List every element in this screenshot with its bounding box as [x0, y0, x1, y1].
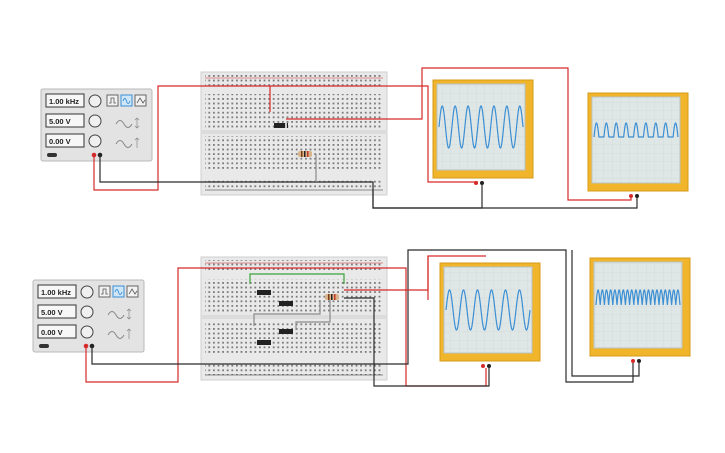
- probe-positive-terminal[interactable]: [629, 194, 633, 198]
- sine-wave-icon: [114, 289, 123, 295]
- oscilloscope-2[interactable]: [587, 92, 689, 198]
- sine-wave-icon: [122, 98, 131, 104]
- offset-display: 0.00 V: [45, 133, 85, 148]
- frequency-value: 1.00 kHz: [41, 288, 71, 297]
- square-wave-icon: [109, 97, 116, 104]
- amplitude-arrow-icon: [134, 117, 140, 129]
- breadboard-2[interactable]: [200, 256, 388, 381]
- scope-trace: [445, 289, 531, 331]
- amplitude-value: 5.00 V: [49, 117, 71, 126]
- amplitude-knob[interactable]: [80, 305, 94, 319]
- resistor[interactable]: [325, 294, 339, 300]
- frequency-knob[interactable]: [88, 94, 102, 108]
- square-wave-icon: [101, 288, 108, 295]
- frequency-knob[interactable]: [80, 285, 94, 299]
- offset-knob[interactable]: [80, 325, 94, 339]
- triangle-wave-icon: [128, 288, 138, 295]
- function-generator-1[interactable]: 1.00 kHz 5.00 V 0.00 V: [40, 88, 153, 162]
- resistor[interactable]: [298, 151, 312, 157]
- circuit-2: 1.00 kHz 5.00 V 0.00 V: [32, 249, 691, 387]
- triangle-wave-button[interactable]: [134, 94, 147, 107]
- triangle-wave-icon: [136, 97, 146, 104]
- offset-value: 0.00 V: [49, 137, 71, 146]
- amplitude-display: 5.00 V: [45, 113, 85, 128]
- square-wave-button[interactable]: [98, 285, 111, 298]
- power-switch[interactable]: [47, 153, 57, 157]
- amplitude-symbol-icon: [115, 120, 133, 128]
- frequency-display: 1.00 kHz: [45, 93, 85, 108]
- sine-wave-button[interactable]: [112, 285, 125, 298]
- diode-1[interactable]: [257, 290, 271, 295]
- probe-positive-terminal[interactable]: [631, 359, 635, 363]
- offset-knob[interactable]: [88, 134, 102, 148]
- probe-negative-terminal[interactable]: [635, 194, 639, 198]
- amplitude-arrow-icon: [126, 308, 132, 320]
- wires-circuit-1[interactable]: [93, 67, 638, 209]
- offset-symbol-icon: [107, 331, 125, 339]
- offset-arrow-icon: [126, 328, 132, 339]
- frequency-display: 1.00 kHz: [37, 284, 77, 299]
- wires-circuit-2[interactable]: [85, 249, 640, 387]
- diode-3[interactable]: [279, 329, 293, 334]
- oscilloscope-1[interactable]: [432, 79, 534, 185]
- breadboard-1[interactable]: [200, 71, 388, 196]
- triangle-wave-button[interactable]: [126, 285, 139, 298]
- scope-trace: [595, 289, 681, 306]
- probe-positive-terminal[interactable]: [481, 364, 485, 368]
- amplitude-knob[interactable]: [88, 114, 102, 128]
- diode-2[interactable]: [279, 301, 293, 306]
- scope-trace: [593, 122, 679, 138]
- power-switch[interactable]: [39, 344, 49, 348]
- oscilloscope-3[interactable]: [439, 262, 541, 368]
- probe-negative-terminal[interactable]: [487, 364, 491, 368]
- offset-display: 0.00 V: [37, 324, 77, 339]
- offset-value: 0.00 V: [41, 328, 63, 337]
- probe-negative-terminal[interactable]: [480, 181, 484, 185]
- probe-negative-terminal[interactable]: [637, 359, 641, 363]
- oscilloscope-4[interactable]: [589, 257, 691, 363]
- diode[interactable]: [274, 123, 288, 128]
- function-generator-2[interactable]: 1.00 kHz 5.00 V 0.00 V: [32, 279, 145, 353]
- circuit-1: 1.00 kHz 5.00 V 0.00 V: [40, 67, 689, 209]
- offset-symbol-icon: [115, 140, 133, 148]
- diode-4[interactable]: [257, 340, 271, 345]
- frequency-value: 1.00 kHz: [49, 97, 79, 106]
- amplitude-symbol-icon: [107, 311, 125, 319]
- sine-wave-button[interactable]: [120, 94, 133, 107]
- amplitude-value: 5.00 V: [41, 308, 63, 317]
- square-wave-button[interactable]: [106, 94, 119, 107]
- scope-trace: [438, 105, 524, 149]
- offset-arrow-icon: [134, 137, 140, 148]
- amplitude-display: 5.00 V: [37, 304, 77, 319]
